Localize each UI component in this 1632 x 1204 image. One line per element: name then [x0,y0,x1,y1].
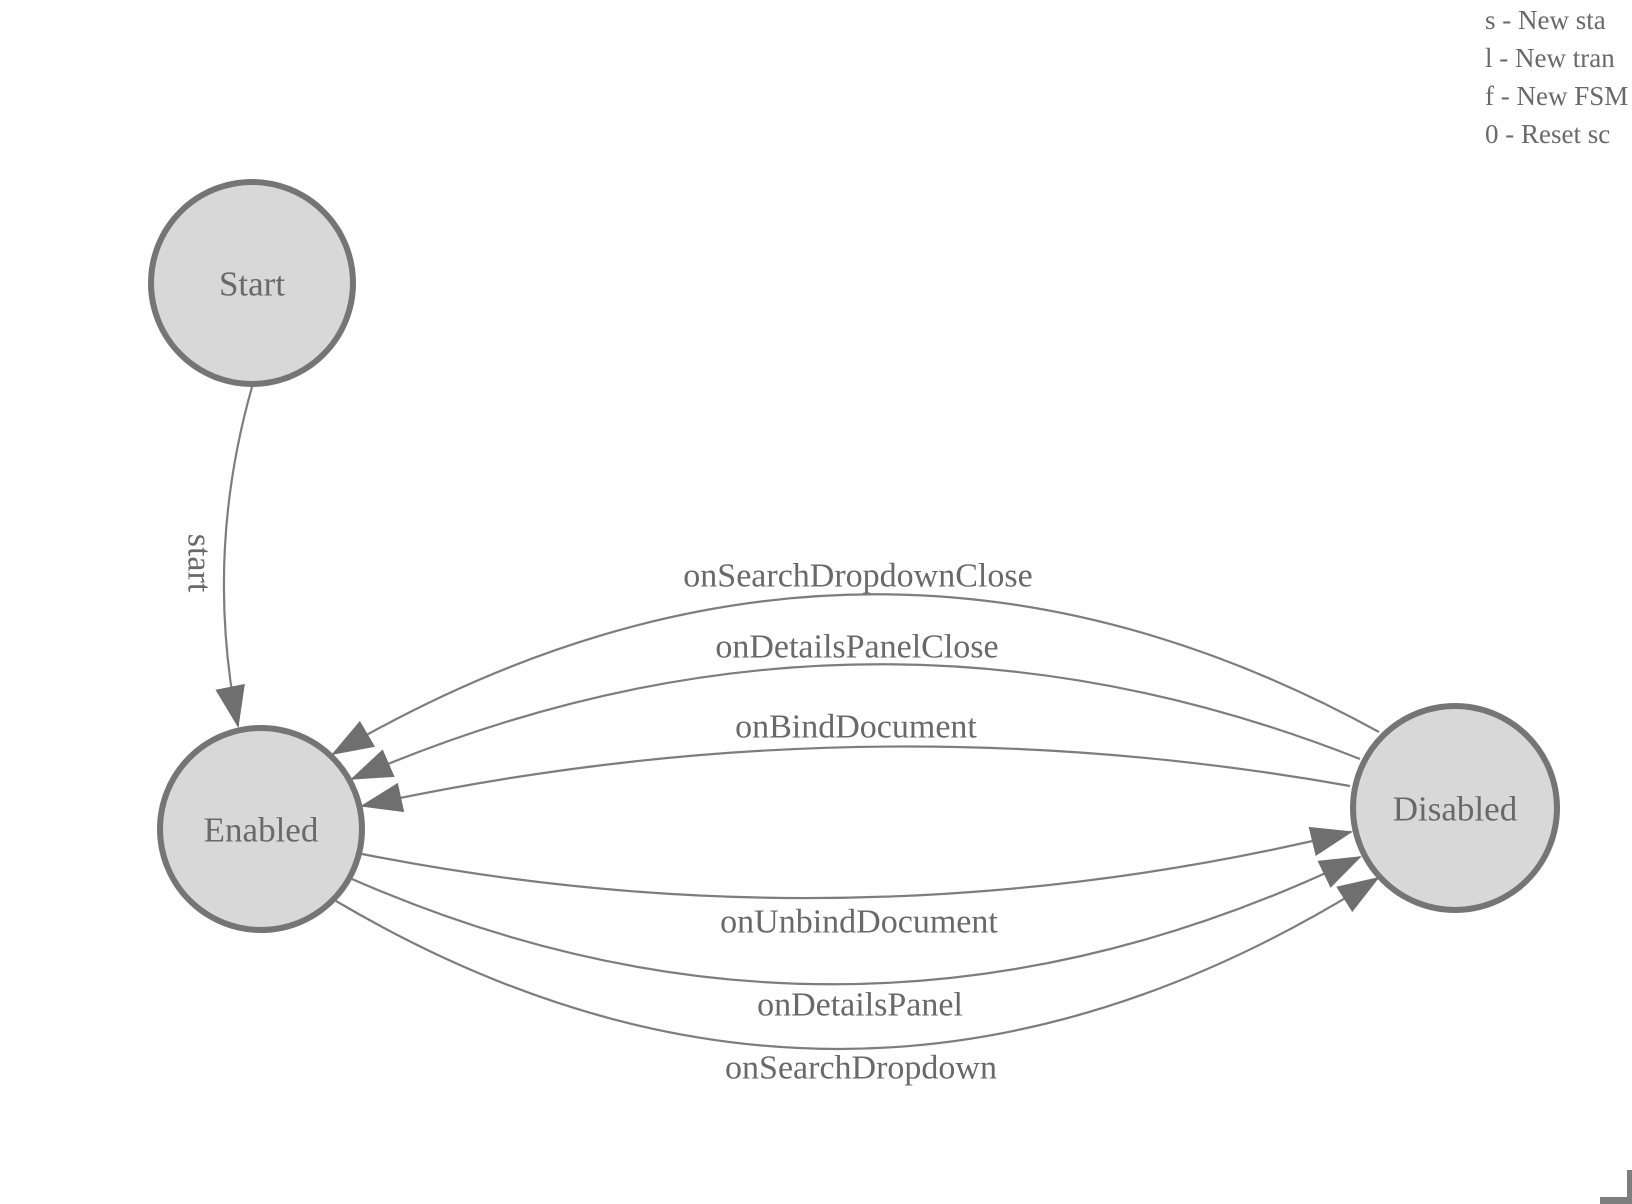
transition-label-start: start [181,534,218,593]
resize-handle-horizontal-bar [1600,1197,1632,1204]
hotkey-legend: s - New sta l - New tran f - New FSM 0 -… [1485,1,1628,153]
legend-line-new-fsm: f - New FSM [1485,81,1629,111]
transition-label-onSearchDropdownClose: onSearchDropdownClose [683,558,1032,595]
transition-label-onBindDocument: onBindDocument [735,709,977,746]
transition-label-onSearchDropdown: onSearchDropdown [725,1050,997,1087]
transition-label-onDetailsPanelClose: onDetailsPanelClose [715,629,998,666]
state-label-start: Start [219,265,285,304]
legend-line-new-state: s - New sta [1485,5,1606,35]
state-circle-enabled[interactable] [157,725,365,933]
resize-handle-vertical-bar [1627,1170,1632,1204]
transition-onSearchDropdownClose-edge[interactable] [331,593,1380,756]
transition-onBindDocument-edge[interactable] [360,745,1351,813]
transition-label-onDetailsPanel: onDetailsPanel [757,987,963,1024]
transition-start-edge[interactable] [215,386,254,728]
state-label-enabled: Enabled [204,811,319,850]
transition-label-onUnbindDocument: onUnbindDocument [720,904,998,941]
transition-onDetailsPanel-edge[interactable] [351,856,1362,986]
legend-line-reset-scale: 0 - Reset sc [1485,119,1611,149]
transition-onSearchDropdown-edge[interactable] [335,876,1380,1051]
transition-onUnbindDocument-edge[interactable] [361,826,1353,900]
state-circle-disabled[interactable] [1350,703,1560,913]
transition-onDetailsPanelClose-edge[interactable] [350,663,1361,781]
state-circle-start[interactable] [148,179,356,387]
state-label-disabled: Disabled [1393,790,1518,829]
legend-line-new-transition: l - New tran [1485,43,1615,73]
